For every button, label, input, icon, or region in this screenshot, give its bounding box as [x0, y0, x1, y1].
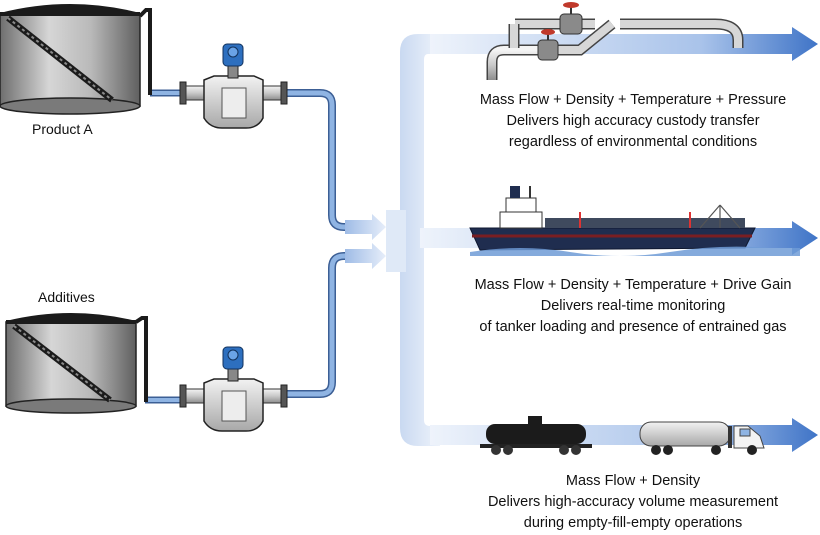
- coriolis-meter-icon: [179, 43, 288, 129]
- rail-tank-car-icon: [480, 416, 592, 455]
- label-product-a: Product A: [32, 121, 93, 137]
- application-rail-truck: Mass Flow + Density Delivers high-accura…: [448, 471, 818, 534]
- application-benefit: regardless of environmental conditions: [508, 134, 758, 150]
- pipeline-valve-icon: [486, 2, 744, 80]
- application-benefit: during empty-fill-empty operations: [523, 515, 743, 531]
- process-piping: [145, 89, 368, 404]
- label-additives: Additives: [38, 289, 95, 305]
- application-benefit: of tanker loading and presence of entrai…: [479, 319, 787, 335]
- application-benefit: Delivers real-time monitoring: [540, 298, 726, 314]
- application-tanker: Mass Flow + Density + Temperature + Driv…: [448, 275, 818, 338]
- application-pipeline: Mass Flow + Density + Temperature + Pres…: [448, 90, 818, 153]
- application-measures: Mass Flow + Density: [565, 473, 701, 489]
- application-benefit: Delivers high accuracy custody transfer: [506, 113, 760, 129]
- storage-tank-icon: [0, 4, 152, 115]
- tanker-truck-icon: [639, 421, 765, 455]
- storage-tank-icon: [5, 313, 148, 414]
- tanker-ship-icon: [469, 186, 800, 256]
- application-measures: Mass Flow + Density + Temperature + Pres…: [479, 92, 787, 108]
- application-benefit: Delivers high-accuracy volume measuremen…: [487, 494, 779, 510]
- application-measures: Mass Flow + Density + Temperature + Driv…: [474, 277, 792, 293]
- coriolis-meter-icon: [179, 346, 288, 432]
- manifold-inlet-arrows: [345, 214, 386, 269]
